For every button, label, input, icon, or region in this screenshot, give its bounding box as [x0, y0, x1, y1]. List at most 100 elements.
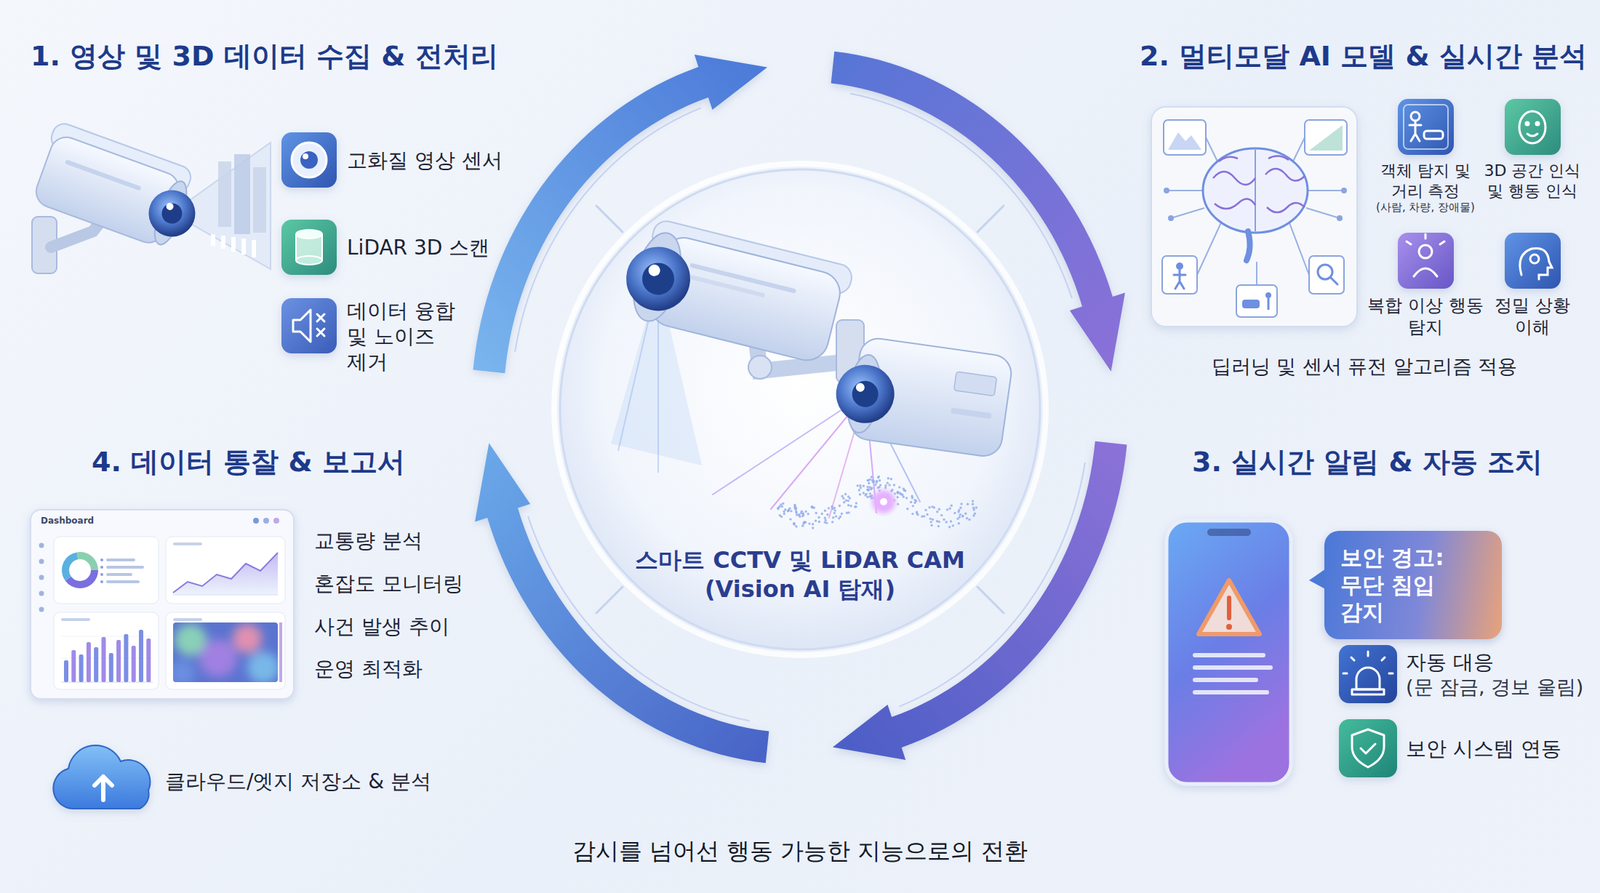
point-cloud-dot: [794, 525, 798, 528]
point-cloud-dot: [890, 477, 893, 480]
point-cloud-dot: [949, 520, 952, 523]
camera-illustration: [872, 490, 896, 514]
point-cloud-dot: [814, 519, 817, 522]
point-cloud-dot: [958, 515, 961, 518]
point-cloud-dot: [911, 512, 914, 515]
point-cloud-dot: [855, 501, 858, 504]
point-cloud-dot: [971, 499, 974, 502]
dashboard-illustration: [279, 622, 283, 683]
node-text: 보안 경고: 무단 침입 감지: [1340, 544, 1486, 627]
point-cloud-dot: [858, 488, 861, 491]
point-cloud-dot: [938, 508, 941, 511]
camera-illustration: [231, 237, 236, 252]
ring-separator: [596, 586, 623, 614]
camera-illustration: [829, 333, 1014, 459]
point-cloud-dot: [870, 487, 873, 490]
icon-symbol: [1527, 133, 1538, 136]
camera-illustration: [616, 214, 855, 367]
point-cloud-dot: [922, 514, 926, 518]
caption: 감시를 넘어선 행동 가능한 지능으로의 전환: [572, 836, 1029, 866]
point-cloud-dot: [806, 512, 809, 515]
chart-bar: [146, 638, 151, 683]
point-cloud-dot: [886, 481, 889, 484]
point-cloud-dot: [811, 522, 814, 526]
camera-illustration: [251, 240, 256, 258]
point-cloud-dot: [924, 509, 927, 512]
point-cloud-dot: [914, 499, 918, 502]
camera-illustration: [64, 159, 142, 191]
point-cloud-dot: [780, 515, 783, 518]
ai-model-illustration: [1309, 125, 1343, 151]
action-item: 보안 시스템 연동: [1338, 719, 1562, 778]
point-cloud-dot: [821, 512, 824, 515]
point-cloud-dot: [842, 497, 845, 500]
dashboard-panel: Dashboard: [30, 509, 294, 699]
point-cloud-dot: [957, 522, 960, 525]
point-cloud-dot: [896, 496, 899, 499]
chart-bar: [116, 640, 121, 683]
icon-symbol: [1406, 234, 1445, 277]
point-cloud-dot: [975, 506, 978, 509]
dashboard-illustration: [106, 565, 144, 569]
point-cloud-dot: [877, 476, 880, 479]
point-cloud-dot: [931, 518, 934, 521]
point-cloud-dot: [824, 509, 827, 512]
point-cloud-dot: [859, 486, 862, 489]
camera-illustration: [253, 167, 267, 233]
point-cloud-dot: [911, 496, 914, 499]
point-cloud-dot: [862, 485, 865, 488]
dashboard-illustration: [173, 660, 195, 683]
ai-model-illustration: [1267, 298, 1270, 310]
point-cloud-dot: [968, 518, 971, 521]
camera-illustration: [832, 361, 898, 427]
phone-illustration: [1192, 653, 1273, 695]
sensor-item: LiDAR 3D 스캔: [281, 219, 490, 275]
camera-illustration: [880, 498, 888, 506]
point-cloud-dot: [972, 514, 975, 517]
ai-model-illustration: [1309, 256, 1344, 294]
ai-model-illustration: [1202, 148, 1308, 233]
dashboard-illustration: [173, 542, 203, 546]
icon-symbol: [1343, 651, 1393, 768]
chart-bar: [101, 637, 107, 683]
point-cloud-dot: [862, 491, 865, 494]
phone-illustration: [1166, 520, 1291, 784]
caption-slot: 감시를 넘어선 행동 가능한 지능으로의 전환: [572, 836, 1029, 866]
point-cloud-dot: [858, 484, 862, 487]
hub-circle: [554, 163, 1046, 656]
point-cloud-dot: [959, 506, 962, 510]
point-cloud-dot: [794, 511, 798, 514]
chart-bar: [123, 634, 128, 683]
icon-tile: [1338, 645, 1398, 704]
point-cloud-dot: [804, 521, 807, 524]
point-cloud-dot: [817, 516, 820, 519]
point-cloud-dot: [912, 504, 915, 507]
point-cloud-dot: [866, 479, 870, 482]
point-cloud-dot: [866, 479, 870, 482]
point-cloud-dot: [938, 520, 941, 523]
hub-circle: [560, 169, 1040, 650]
icon-symbol: [1525, 122, 1529, 126]
chart-bar: [71, 650, 76, 683]
point-cloud-dot: [896, 502, 899, 505]
dashboard-illustration: [173, 618, 203, 622]
point-cloud-dot: [928, 506, 931, 509]
point-cloud-dot: [866, 485, 869, 488]
point-cloud-dot: [808, 522, 811, 525]
dashboard-illustration: [165, 536, 286, 604]
point-cloud-dot: [957, 509, 960, 512]
cloud-icon: [94, 776, 112, 800]
camera-illustration: [165, 201, 175, 211]
dashboard-illustration: [53, 536, 159, 604]
point-cloud-dot: [837, 517, 840, 520]
point-cloud-dot: [795, 513, 798, 516]
ai-model-illustration: [1173, 269, 1186, 289]
point-cloud-dot: [849, 504, 852, 507]
point-cloud-dot: [866, 496, 869, 499]
analysis-tile: 3D 공간 인식 및 행동 인식: [1481, 98, 1584, 201]
ai-model-illustration: [1151, 106, 1358, 327]
point-cloud-dot: [940, 514, 943, 517]
ring-arrows: [472, 51, 1127, 764]
camera-illustration: [638, 259, 678, 299]
point-cloud-dot: [971, 503, 974, 506]
